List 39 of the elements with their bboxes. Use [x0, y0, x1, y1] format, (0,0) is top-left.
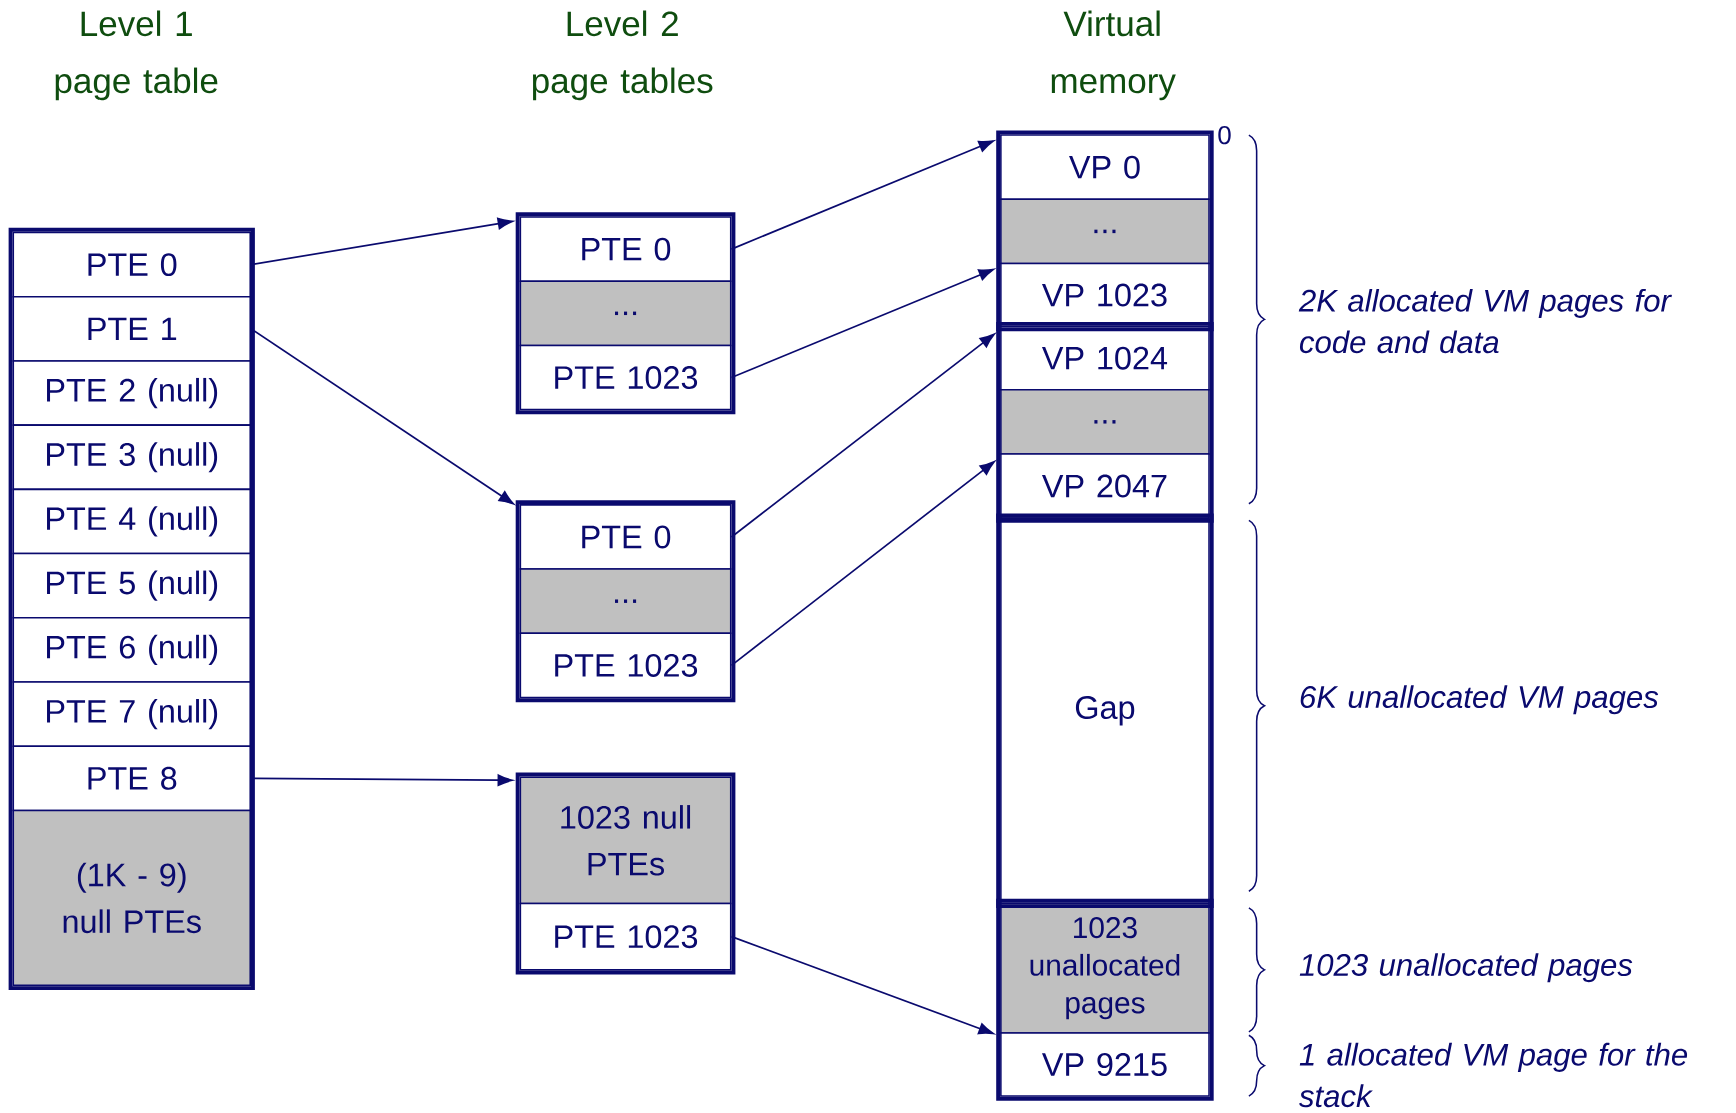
brace-label: 1 allocated VM page for the stack — [1299, 1043, 1688, 1108]
table-cell: PTE 8 — [12, 745, 251, 812]
table-cell: PTE 3 (null) — [12, 424, 251, 491]
table-cell: 1023 unallocated pages — [1000, 902, 1210, 1034]
table-cell: PTE 0 — [519, 504, 732, 570]
brace-label: 1023 unallocated pages — [1299, 953, 1633, 983]
table-cell: ... — [1000, 389, 1210, 455]
table-cell: ... — [519, 280, 732, 347]
arrow — [730, 140, 994, 251]
brace-label: 6K unallocated VM pages — [1300, 685, 1659, 715]
table-cell: PTE 6 (null) — [12, 617, 251, 683]
table-cell: PTE 2 (null) — [12, 360, 251, 427]
table-cell: PTE 1023 — [519, 632, 732, 699]
table-cell: PTE 1023 — [519, 902, 732, 971]
arrow — [730, 268, 994, 379]
table-cell: VP 2047 — [1000, 453, 1210, 520]
table-cell: VP 1024 — [1000, 326, 1210, 391]
table-cell: VP 1023 — [1000, 262, 1210, 328]
table-cell: PTE 1023 — [519, 344, 732, 411]
table-cell: PTE 5 (null) — [12, 552, 251, 619]
column-title: Level 1 page table — [55, 10, 218, 101]
arrow — [730, 935, 994, 1035]
column-title: Level 2 page tables — [532, 10, 713, 101]
table-cell: PTE 0 — [12, 231, 251, 298]
table-cell: 1023 null PTEs — [519, 776, 732, 905]
table-cell: ... — [1000, 198, 1210, 265]
table-cell: PTE 4 (null) — [12, 488, 251, 555]
table-cell: PTE 1 — [12, 296, 251, 362]
arrow — [730, 333, 995, 538]
table-cell: PTE 7 (null) — [12, 681, 251, 748]
column-title: Virtual memory — [1051, 10, 1176, 101]
address-label: 0 — [1218, 126, 1231, 145]
table-cell: ... — [519, 568, 732, 635]
table-cell: VP 0 — [1000, 134, 1210, 201]
table-cell: VP 9215 — [1000, 1032, 1210, 1097]
arrow — [730, 460, 995, 667]
table-cell: (1K - 9) null PTEs — [12, 809, 251, 987]
brace-label: 2K allocated VM pages for code and data — [1298, 289, 1672, 354]
table-cell: PTE 0 — [519, 216, 732, 283]
